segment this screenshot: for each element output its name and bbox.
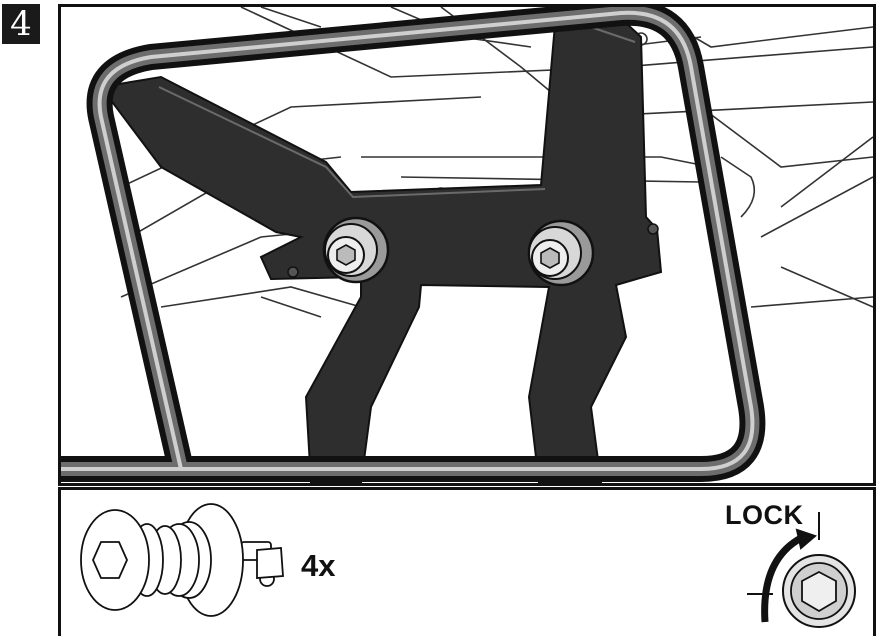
- hex-socket-icon: [782, 554, 856, 628]
- lock-label: LOCK: [725, 500, 804, 530]
- quantity-label: 4x: [301, 548, 336, 583]
- lock-rotation-arrow-icon: [747, 512, 820, 623]
- main-illustration-panel: [58, 4, 876, 486]
- hex-bolt-icon: [80, 503, 284, 617]
- step-number-badge: 4: [2, 4, 40, 44]
- assembly-illustration: [61, 7, 873, 483]
- mounting-bolt-right: [527, 219, 595, 287]
- detail-panel: 4x LOCK: [58, 487, 876, 636]
- bolt-detail-illustration: [80, 503, 856, 628]
- step-number: 4: [10, 4, 32, 44]
- mounting-bolt-left: [322, 216, 390, 284]
